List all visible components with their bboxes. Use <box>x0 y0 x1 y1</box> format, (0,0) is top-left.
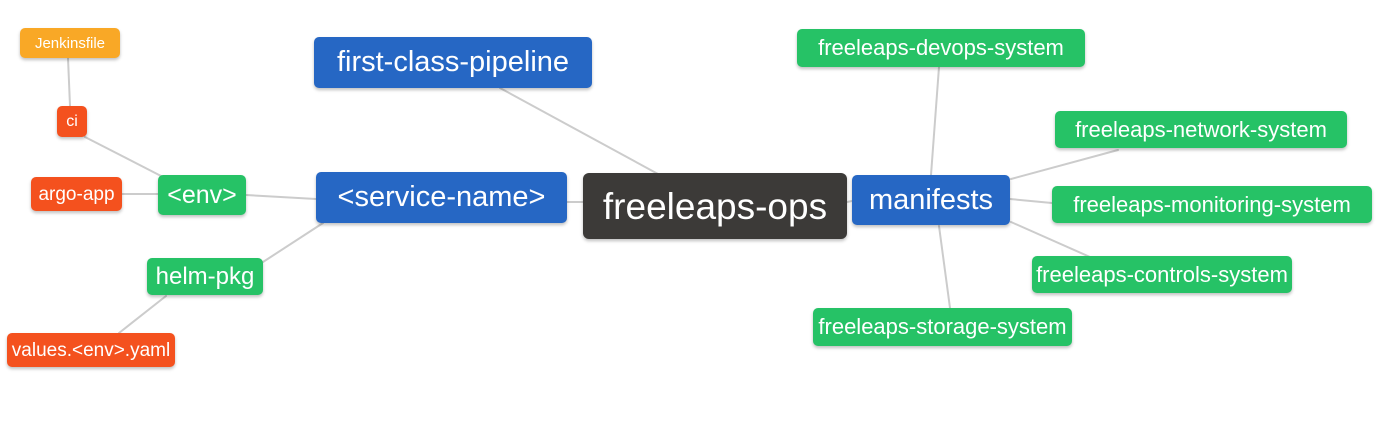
node-env[interactable]: <env> <box>158 175 246 215</box>
node-manifests[interactable]: manifests <box>852 175 1010 225</box>
node-freeleaps-monitoring-system[interactable]: freeleaps-monitoring-system <box>1052 186 1372 223</box>
edge-manifests-monitoring <box>1009 198 1053 204</box>
edge-manifests-storage <box>938 225 951 309</box>
node-jenkinsfile[interactable]: Jenkinsfile <box>20 28 120 58</box>
edge-values-helm-pkg <box>118 295 167 334</box>
edge-ci-env <box>84 136 164 178</box>
edge-root-manifests <box>846 200 853 203</box>
node-first-class-pipeline[interactable]: first-class-pipeline <box>314 37 592 88</box>
node-freeleaps-ops-root[interactable]: freeleaps-ops <box>583 173 847 239</box>
node-freeleaps-network-system[interactable]: freeleaps-network-system <box>1055 111 1347 148</box>
edge-pipeline-root <box>499 87 659 175</box>
edge-manifests-controls <box>1010 221 1091 258</box>
node-service-name[interactable]: <service-name> <box>316 172 567 223</box>
node-freeleaps-storage-system[interactable]: freeleaps-storage-system <box>813 308 1072 346</box>
node-helm-pkg[interactable]: helm-pkg <box>147 258 263 295</box>
edge-helm-pkg-service-name <box>262 222 324 263</box>
node-values-env-yaml[interactable]: values.<env>.yaml <box>7 333 175 367</box>
edge-jenkinsfile-ci <box>67 57 71 107</box>
node-argo-app[interactable]: argo-app <box>31 177 122 211</box>
node-ci[interactable]: ci <box>57 106 87 137</box>
node-freeleaps-devops-system[interactable]: freeleaps-devops-system <box>797 29 1085 67</box>
edge-manifests-network <box>1010 149 1119 180</box>
node-freeleaps-controls-system[interactable]: freeleaps-controls-system <box>1032 256 1292 293</box>
edge-env-service-name <box>245 194 317 200</box>
edge-manifests-devops <box>930 66 940 176</box>
